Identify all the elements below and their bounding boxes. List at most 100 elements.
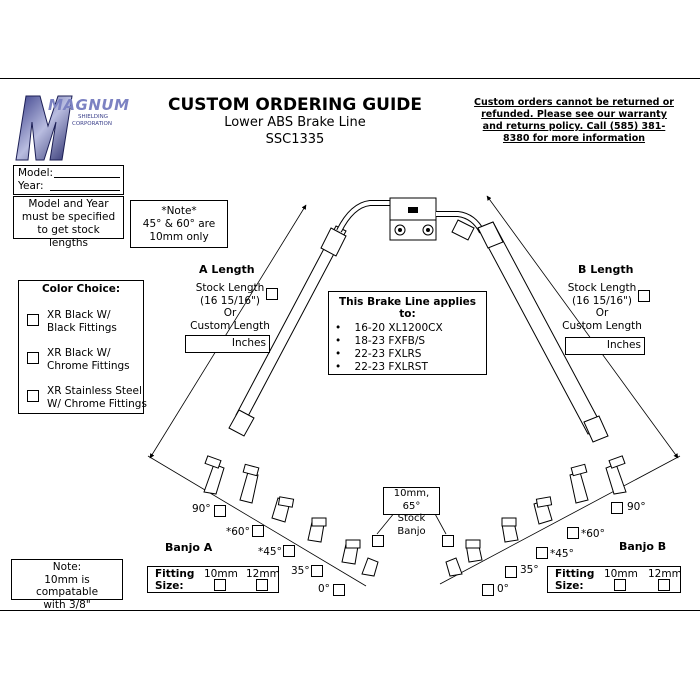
- compat-note-line3: with 3/8": [43, 598, 91, 611]
- applies-item: • 18-23 FXFB/S: [335, 335, 426, 347]
- banjo-b-fitting-label: Fitting: [555, 568, 595, 580]
- banjo-a-12mm-label: 12mm: [246, 568, 280, 580]
- stock-banjo-line1: 10mm, 65°: [393, 488, 430, 512]
- a-angle-90-label: 90°: [192, 503, 211, 515]
- banjo-b-12mm-checkbox[interactable]: [658, 579, 670, 591]
- a-angle-0-label: 0°: [318, 583, 330, 595]
- a-custom-label: Custom Length: [190, 319, 270, 332]
- a-angle-45-checkbox[interactable]: [283, 545, 295, 557]
- banjo-a-size-label: Size:: [155, 580, 184, 592]
- a-angle-35-checkbox[interactable]: [311, 565, 323, 577]
- banjo-b-size-box: Fitting Size: 10mm 12mm: [547, 566, 682, 593]
- color-option-2-checkbox[interactable]: [27, 352, 39, 364]
- a-angle-60-checkbox[interactable]: [252, 525, 264, 537]
- a-length-title: A Length: [199, 263, 255, 276]
- a-length-dimension: [149, 204, 307, 459]
- a-stock-label: Stock Length: [195, 282, 265, 294]
- banjo-b-title: Banjo B: [619, 540, 667, 553]
- banjo-a-size-box: Fitting Size: 10mm 12mm: [147, 566, 280, 593]
- a-angle-90-checkbox[interactable]: [214, 505, 226, 517]
- a-units-label: Inches: [231, 337, 266, 349]
- b-angle-45-checkbox[interactable]: [536, 547, 548, 559]
- year-field[interactable]: [50, 190, 120, 191]
- page-subtitle: Lower ABS Brake Line: [224, 115, 366, 130]
- a-stock-checkbox[interactable]: [266, 288, 278, 300]
- banjo-a-title: Banjo A: [165, 541, 213, 554]
- banjo-a-10mm-label: 10mm: [204, 568, 238, 580]
- b-stock-label: Stock Length: [567, 282, 637, 294]
- color-choice-title: Color Choice:: [41, 283, 121, 295]
- b-or-label: Or: [595, 307, 609, 319]
- model-year-box: Model: Year:: [13, 165, 124, 195]
- applies-item: • 16-20 XL1200CX: [335, 322, 443, 334]
- a-or-label: Or: [223, 307, 237, 319]
- banjo-b-10mm-checkbox[interactable]: [614, 579, 626, 591]
- b-angle-0-label: 0°: [497, 583, 509, 595]
- logo-line1: SHIELDING: [78, 114, 109, 120]
- b-angle-45-label: *45°: [550, 548, 574, 560]
- model-label: Model:: [18, 167, 54, 179]
- banjo-a-fitting-label: Fitting: [155, 568, 195, 580]
- banjo-b-10mm-label: 10mm: [604, 568, 638, 580]
- compat-note-line1: Note:: [52, 561, 82, 573]
- compat-note-line2: 10mm is compatable: [35, 573, 99, 599]
- applies-title: This Brake Line applies to:: [338, 296, 477, 320]
- color-choice-box: Color Choice: XR Black W/ Black Fittings…: [18, 280, 147, 414]
- b-custom-label: Custom Length: [562, 319, 642, 332]
- a-custom-length-field[interactable]: Inches: [185, 335, 270, 353]
- part-number: SSC1335: [265, 132, 325, 147]
- b-angle-60-label: *60°: [581, 528, 605, 540]
- a-angle-0-checkbox[interactable]: [333, 584, 345, 596]
- b-stock-value: (16 15/16"): [572, 294, 632, 307]
- company-logo: MAGNUM SHIELDING CORPORATION: [14, 92, 129, 162]
- b-length-block: Stock Length (16 15/16") Or Custom Lengt…: [560, 282, 644, 332]
- color-option-2-label: XR Black W/ Chrome Fittings: [47, 347, 130, 372]
- stock-banjo-a-checkbox[interactable]: [372, 535, 384, 547]
- banjo-b-fittings: [445, 455, 627, 577]
- logo-graphic: [15, 95, 73, 161]
- banjo-a-12mm-checkbox[interactable]: [256, 579, 268, 591]
- return-policy-warning: Custom orders cannot be returned or refu…: [474, 97, 674, 145]
- b-length-dimension: [486, 195, 679, 459]
- hose-a: [228, 200, 392, 437]
- model-field[interactable]: [54, 177, 120, 178]
- color-option-1-checkbox[interactable]: [27, 314, 39, 326]
- applies-box: This Brake Line applies to: • 16-20 XL12…: [328, 291, 487, 375]
- stock-banjo-label: 10mm, 65° Stock Banjo: [383, 487, 440, 537]
- b-custom-length-field[interactable]: Inches: [565, 337, 645, 355]
- color-option-1-label: XR Black W/ Black Fittings: [47, 309, 117, 334]
- applies-list: • 16-20 XL1200CX • 18-23 FXFB/S • 22-23 …: [335, 322, 443, 374]
- b-units-label: Inches: [606, 339, 641, 351]
- page-title: CUSTOM ORDERING GUIDE: [168, 95, 422, 115]
- b-angle-90-checkbox[interactable]: [611, 502, 623, 514]
- a-angle-45-label: *45°: [258, 546, 282, 558]
- b-length-title: B Length: [578, 263, 634, 276]
- a-angle-35-label: 35°: [291, 565, 310, 577]
- a-stock-value: (16 15/16"): [200, 294, 260, 307]
- b-angle-60-checkbox[interactable]: [567, 527, 579, 539]
- hose-b: [436, 211, 609, 443]
- banjo-b-size-label: Size:: [555, 580, 584, 592]
- stock-banjo-line2: Stock Banjo: [397, 513, 426, 537]
- year-label: Year:: [18, 180, 44, 192]
- color-option-3-checkbox[interactable]: [27, 390, 39, 402]
- applies-item: • 22-23 FXLRS: [335, 348, 422, 360]
- stock-banjo-b-checkbox[interactable]: [442, 535, 454, 547]
- a-length-block: Stock Length (16 15/16") Or Custom Lengt…: [186, 282, 274, 332]
- banjo-b-12mm-label: 12mm: [648, 568, 682, 580]
- banjo-a-10mm-checkbox[interactable]: [214, 579, 226, 591]
- b-stock-checkbox[interactable]: [638, 290, 650, 302]
- applies-item: • 22-23 FXLRST: [335, 361, 428, 373]
- guide-sheet: [0, 78, 700, 611]
- logo-text: MAGNUM: [48, 96, 130, 114]
- banjo-a-fittings: [203, 455, 379, 577]
- warning-text: Custom orders cannot be returned or refu…: [474, 97, 674, 144]
- b-angle-0-checkbox[interactable]: [482, 584, 494, 596]
- junction-block: [389, 197, 437, 241]
- b-angle-35-checkbox[interactable]: [505, 566, 517, 578]
- b-angle-35-label: 35°: [520, 564, 539, 576]
- b-angle-90-label: 90°: [627, 501, 646, 513]
- logo-line2: CORPORATION: [72, 121, 112, 127]
- a-angle-60-label: *60°: [226, 526, 250, 538]
